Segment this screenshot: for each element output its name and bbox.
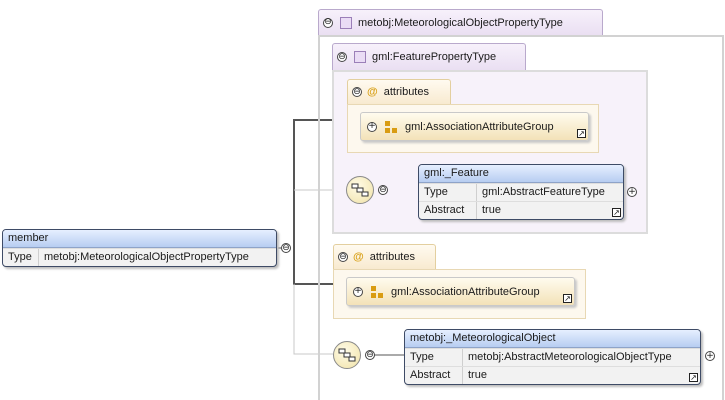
sequence-symbol-icon: [338, 348, 356, 362]
attributes-outer-tab[interactable]: ⊖ @ attributes: [333, 244, 436, 269]
feature-abstract-label: Abstract: [419, 202, 477, 219]
sequence-inner-icon[interactable]: [346, 176, 374, 204]
sequence-outer-icon[interactable]: [333, 341, 361, 369]
feature-abstract-value: true: [482, 204, 501, 216]
metobj-type-row: Type metobj:AbstractMeteorologicalObject…: [405, 348, 700, 366]
attribute-group-inner-expand-icon[interactable]: +: [367, 121, 377, 132]
attributes-inner-tab[interactable]: ⊖ @ attributes: [347, 79, 451, 104]
link-icon[interactable]: ↗: [563, 294, 572, 303]
outer-type-collapse-icon[interactable]: ⊖: [323, 17, 333, 28]
feature-type-value: gml:AbstractFeatureType: [482, 186, 605, 198]
member-element[interactable]: member Type metobj:MeteorologicalObjectP…: [2, 229, 277, 267]
metobj-element[interactable]: metobj:_MeteorologicalObject Type metobj…: [404, 329, 701, 385]
metobj-abstract-value: true: [468, 369, 487, 381]
inner-type-tab[interactable]: ⊖ gml:FeaturePropertyType: [332, 43, 526, 70]
link-icon[interactable]: ↗: [612, 208, 621, 217]
feature-element[interactable]: gml:_Feature Type gml:AbstractFeatureTyp…: [418, 164, 624, 220]
inner-type-label: gml:FeaturePropertyType: [372, 51, 497, 63]
feature-expand-icon[interactable]: +: [627, 187, 637, 197]
feature-type-label: Type: [419, 184, 477, 201]
at-icon: @: [353, 251, 364, 263]
at-icon: @: [367, 86, 378, 98]
complex-type-icon: [340, 16, 352, 29]
attribute-group-inner[interactable]: + gml:AssociationAttributeGroup ↗: [360, 112, 589, 141]
link-icon[interactable]: ↗: [689, 373, 698, 382]
outer-type-label: metobj:MeteorologicalObjectPropertyType: [358, 16, 563, 29]
member-element-name: member: [3, 230, 276, 248]
metobj-abstract-label: Abstract: [405, 367, 463, 384]
feature-type-row: Type gml:AbstractFeatureType: [419, 183, 623, 201]
attribute-group-outer-label: gml:AssociationAttributeGroup: [391, 285, 540, 298]
attribute-group-outer-expand-icon[interactable]: +: [353, 286, 363, 297]
sequence-inner-collapse-icon[interactable]: ⊖: [378, 184, 388, 195]
metobj-abstract-row: Abstract true: [405, 366, 700, 384]
feature-element-name: gml:_Feature: [419, 165, 623, 183]
link-icon[interactable]: ↗: [577, 129, 586, 138]
member-type-label: Type: [3, 249, 39, 266]
complex-type-icon: [354, 51, 366, 63]
outer-type-container: [318, 35, 724, 400]
attributes-outer-collapse-icon[interactable]: ⊖: [338, 251, 348, 262]
metobj-expand-icon[interactable]: +: [705, 351, 715, 361]
attributes-inner-label: attributes: [383, 86, 429, 98]
sequence-outer-collapse-icon[interactable]: ⊖: [365, 349, 375, 360]
member-type-row: Type metobj:MeteorologicalObjectProperty…: [3, 248, 276, 266]
attributes-inner-collapse-icon[interactable]: ⊖: [352, 86, 362, 97]
metobj-type-value: metobj:AbstractMeteorologicalObjectType: [468, 351, 672, 363]
attributes-outer-label: attributes: [369, 251, 415, 263]
attribute-group-outer[interactable]: + gml:AssociationAttributeGroup ↗: [346, 277, 575, 306]
attribute-group-icon: [385, 120, 397, 133]
inner-type-collapse-icon[interactable]: ⊖: [337, 51, 347, 62]
metobj-type-label: Type: [405, 349, 463, 366]
sequence-symbol-icon: [351, 183, 369, 197]
feature-abstract-row: Abstract true: [419, 201, 623, 219]
attribute-group-icon: [371, 285, 383, 298]
member-type-value: metobj:MeteorologicalObjectPropertyType: [44, 251, 249, 263]
connector-sequence-outer: [293, 284, 333, 355]
connector-attributes-inner: [293, 119, 348, 248]
metobj-element-name: metobj:_MeteorologicalObject: [405, 330, 700, 348]
member-collapse-icon[interactable]: ⊖: [281, 242, 291, 253]
attribute-group-inner-label: gml:AssociationAttributeGroup: [405, 120, 554, 133]
outer-type-tab[interactable]: ⊖ metobj:MeteorologicalObjectPropertyTyp…: [318, 9, 603, 35]
